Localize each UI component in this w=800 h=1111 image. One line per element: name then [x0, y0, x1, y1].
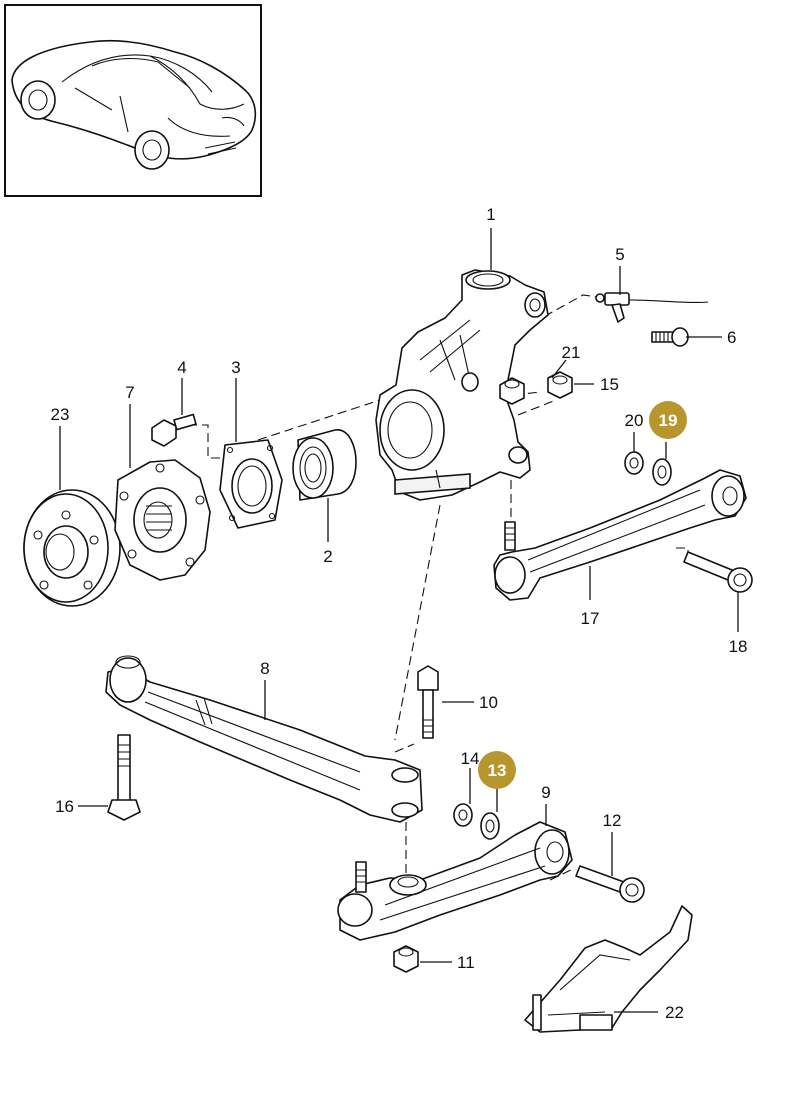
washer-19	[652, 458, 672, 486]
callout-20: 20	[625, 411, 644, 430]
arm-bolt-18	[683, 551, 753, 593]
wheel-hub	[114, 459, 211, 581]
wheel-carrier	[375, 269, 549, 501]
speed-sensor	[595, 292, 709, 323]
brake-disc	[23, 489, 121, 607]
link-bolt-16	[107, 734, 141, 821]
callout-1: 1	[486, 205, 495, 224]
callout-6: 6	[727, 328, 736, 347]
control-arm-9	[337, 821, 573, 941]
nut-21	[499, 377, 525, 405]
trailing-link-8	[105, 655, 423, 823]
washer-13	[480, 812, 500, 840]
hub-bolt	[151, 413, 197, 447]
callout-22: 22	[665, 1003, 684, 1022]
sensor-bolt	[651, 327, 689, 347]
porsche-cayman-car-icon	[11, 39, 257, 170]
callout-5: 5	[615, 245, 624, 264]
link-bolt-10	[417, 665, 439, 739]
callout-15: 15	[600, 375, 619, 394]
callout-9: 9	[541, 783, 550, 802]
wheel-bearing	[292, 429, 357, 501]
callout-19-badge: 19	[649, 401, 687, 439]
callout-4: 4	[177, 358, 186, 377]
callout-2: 2	[323, 547, 332, 566]
car-thumbnail	[4, 4, 262, 197]
leader-lines	[59, 228, 739, 1013]
spring-bracket-22	[524, 905, 693, 1033]
callout-14: 14	[461, 749, 480, 768]
callout-21: 21	[562, 343, 581, 362]
callout-8: 8	[260, 659, 269, 678]
bushing-14	[453, 803, 473, 827]
callouts: 1 5 6 21 15 4 3 7 23 2 20 17 18 8 10 16 …	[51, 205, 748, 1022]
nut-15	[547, 371, 573, 399]
callout-17: 17	[581, 609, 600, 628]
callout-13-badge: 13	[478, 751, 516, 789]
control-arm-17	[493, 469, 747, 601]
badge-19-circle	[649, 401, 687, 439]
callout-19: 19	[659, 411, 678, 430]
callout-18: 18	[729, 637, 748, 656]
callout-12: 12	[603, 811, 622, 830]
nut-11	[393, 945, 419, 973]
callout-23: 23	[51, 405, 70, 424]
callout-11: 11	[457, 953, 475, 972]
callout-13: 13	[488, 761, 507, 780]
callout-10: 10	[479, 693, 498, 712]
arm-bolt-12	[575, 865, 645, 903]
badge-13-circle	[478, 751, 516, 789]
callout-7: 7	[125, 383, 134, 402]
callout-16: 16	[55, 797, 74, 816]
bushing-20	[624, 451, 644, 475]
cover-plate	[219, 439, 283, 529]
callout-3: 3	[231, 358, 240, 377]
